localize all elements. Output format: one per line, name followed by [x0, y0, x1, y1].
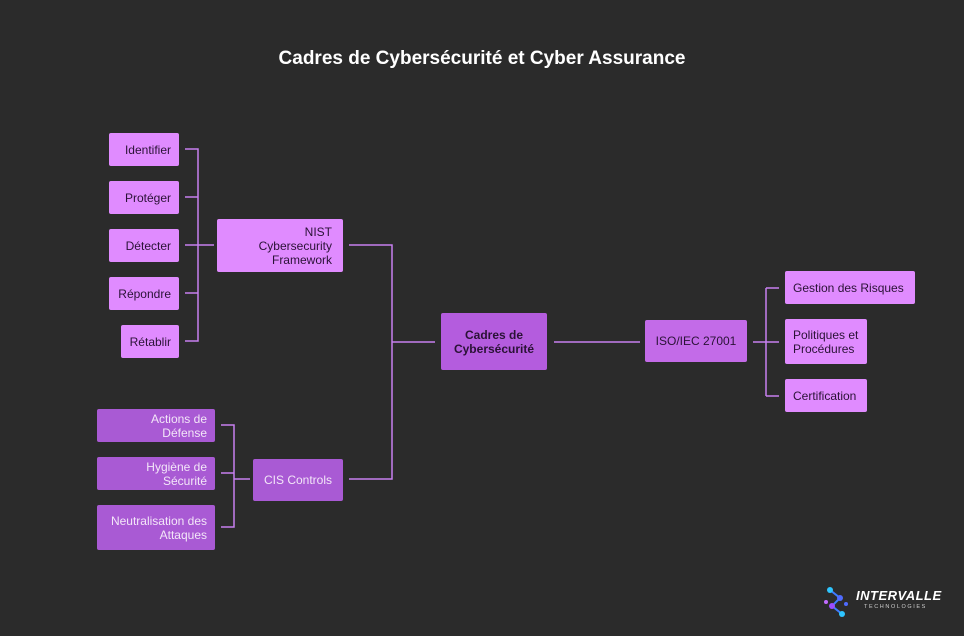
node-iso-27001: ISO/IEC 27001 [645, 320, 747, 362]
node-center-cadres: Cadres de Cybersécurité [441, 313, 547, 370]
node-cis-controls: CIS Controls [253, 459, 343, 501]
intervalle-logo-icon [824, 587, 848, 617]
node-hygiene-securite: Hygiène de Sécurité [97, 457, 215, 490]
node-retablir: Rétablir [121, 325, 179, 358]
node-identifier: Identifier [109, 133, 179, 166]
node-neutralisation-attaques: Neutralisation des Attaques [97, 505, 215, 550]
connector-iso-items [753, 287, 779, 397]
connector-nist-functions [185, 148, 214, 342]
node-certification: Certification [785, 379, 867, 412]
connector-cis-items [221, 424, 250, 528]
node-proteger: Protéger [109, 181, 179, 214]
node-politiques-procedures: Politiques et Procédures [785, 319, 867, 364]
node-detecter: Détecter [109, 229, 179, 262]
node-nist-framework: NIST Cybersecurity Framework [217, 219, 343, 272]
intervalle-logo: INTERVALLE TECHNOLOGIES [822, 584, 952, 620]
node-gestion-risques: Gestion des Risques [785, 271, 915, 304]
connector-to-center [349, 244, 435, 480]
logo-name: INTERVALLE [856, 588, 942, 603]
logo-tagline: TECHNOLOGIES [864, 604, 927, 610]
node-repondre: Répondre [109, 277, 179, 310]
node-actions-defense: Actions de Défense [97, 409, 215, 442]
page-title: Cadres de Cybersécurité et Cyber Assuran… [278, 48, 686, 69]
